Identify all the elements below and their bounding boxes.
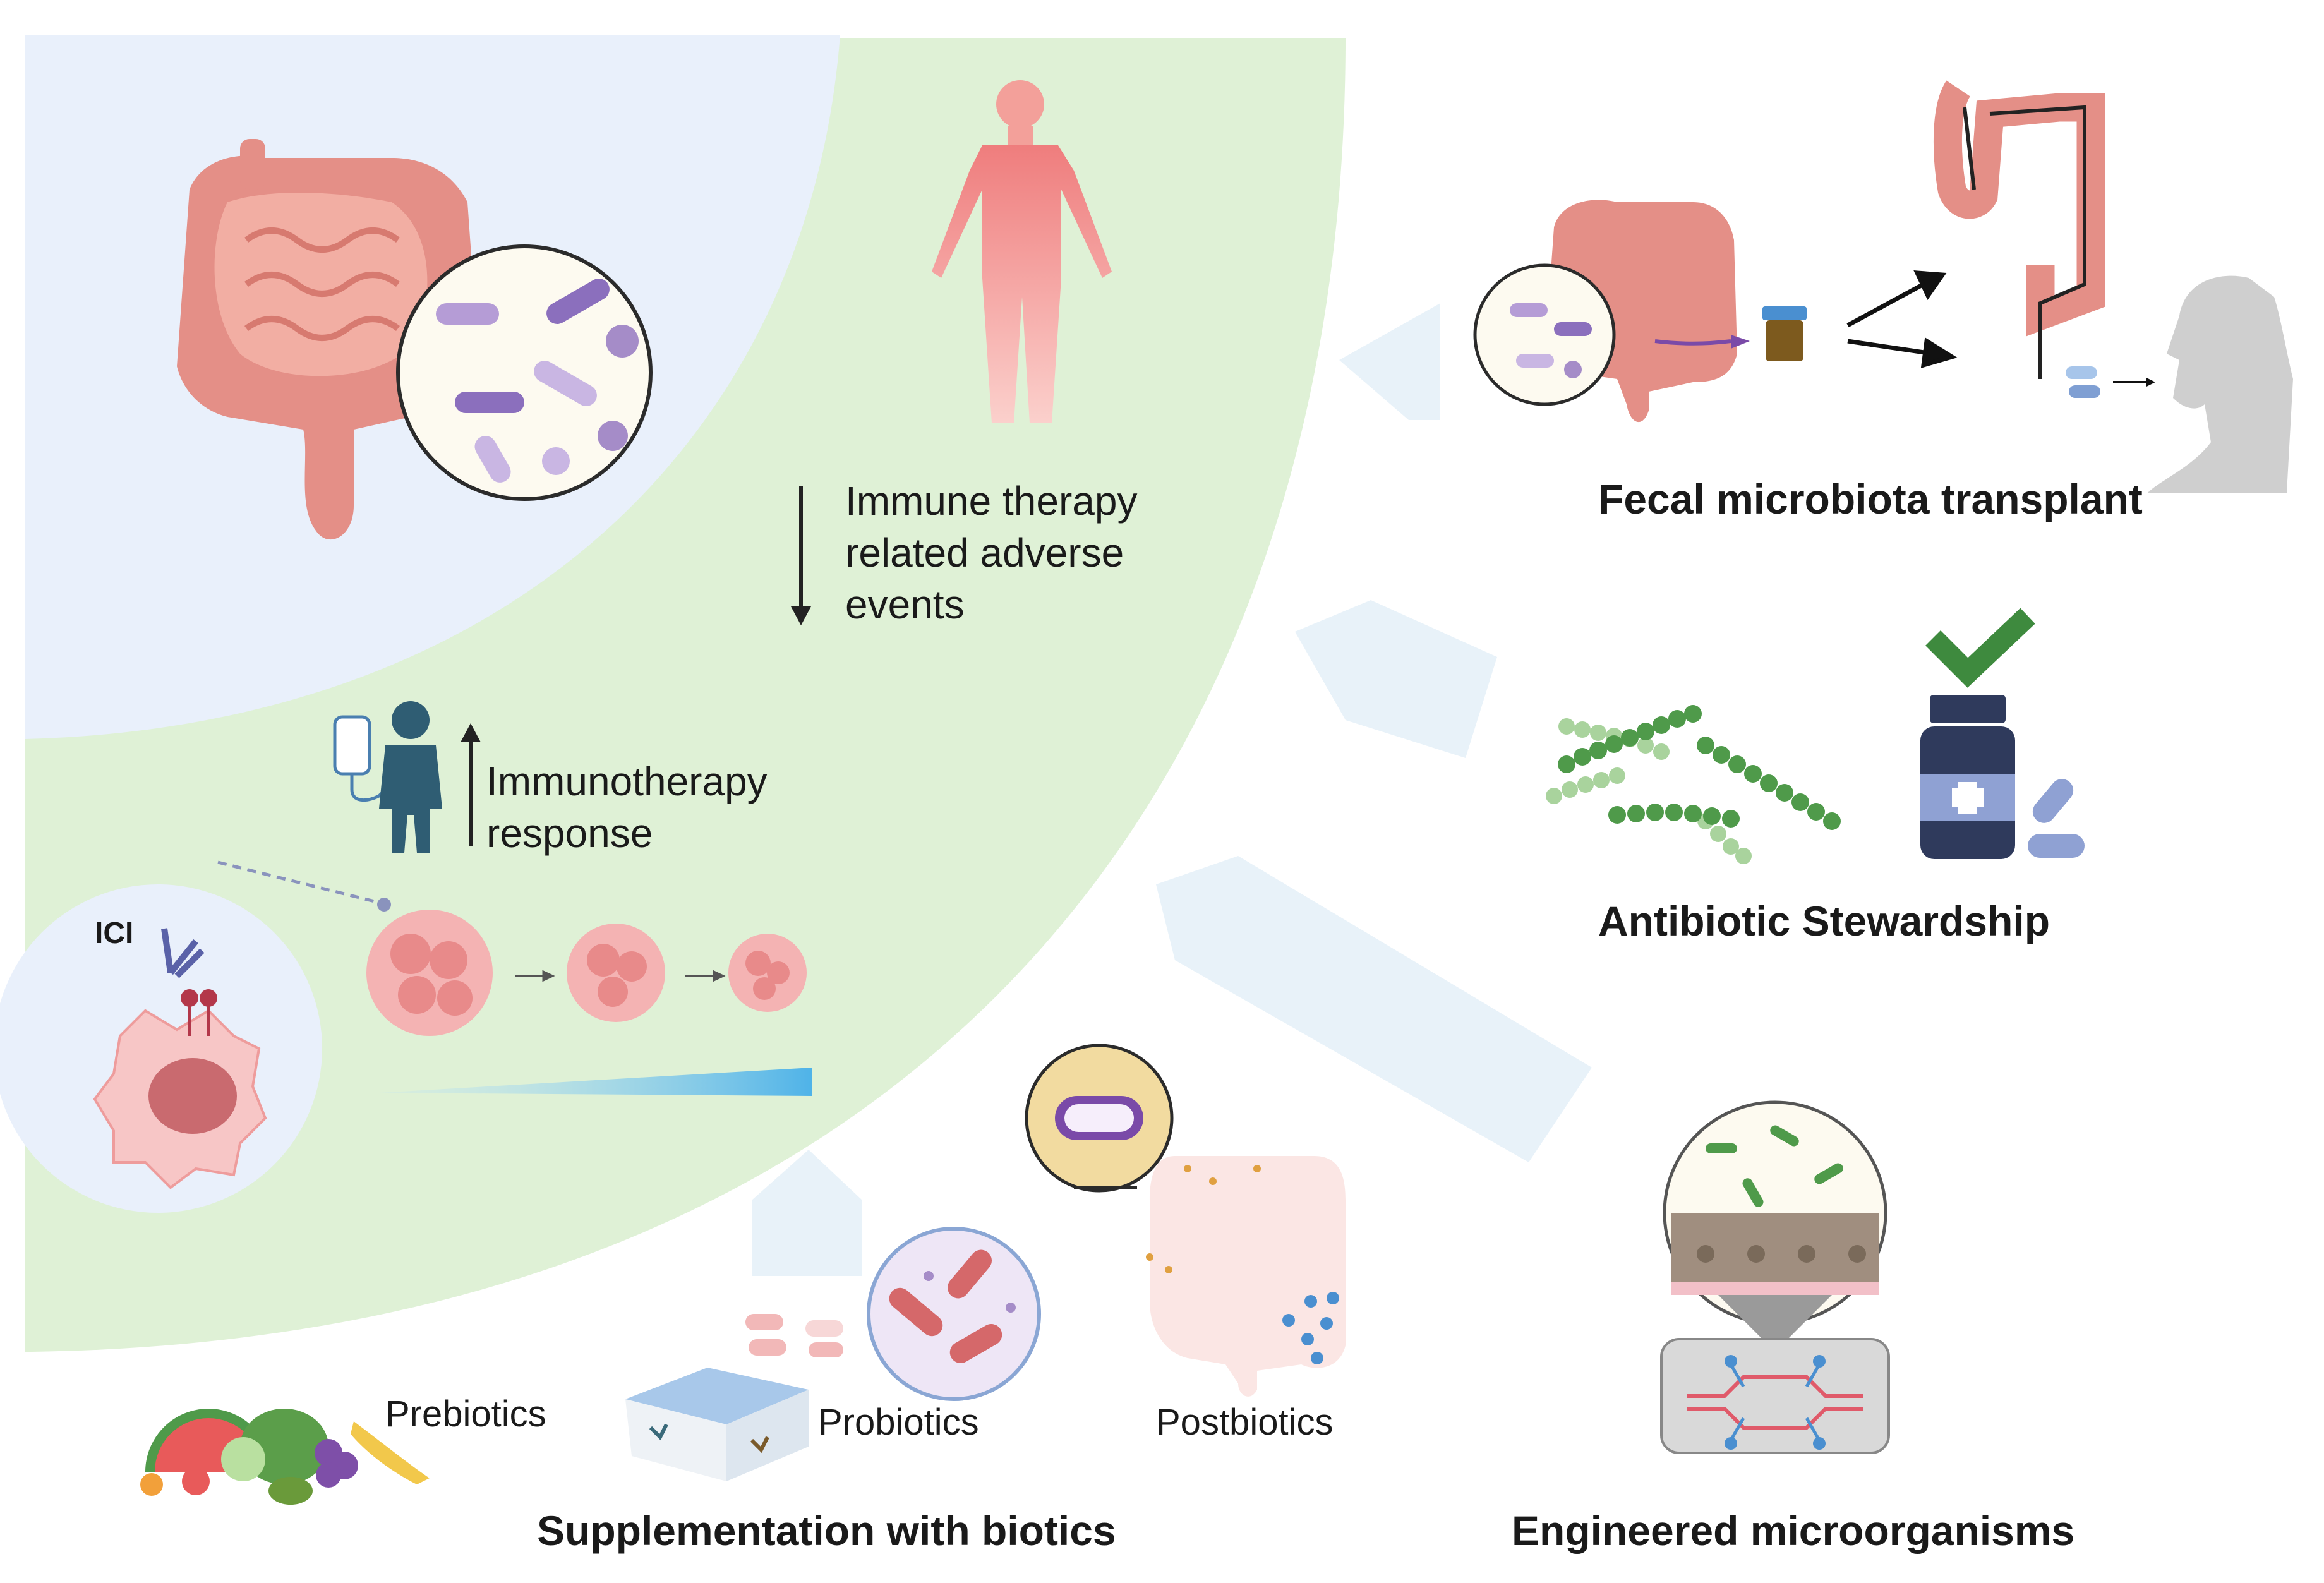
tumor-large xyxy=(366,910,493,1036)
fmt-label: Fecal microbiota transplant xyxy=(1598,476,2143,522)
food-icon xyxy=(140,1409,430,1505)
colonoscope-icon xyxy=(1933,80,2105,379)
antibiotic-label: Antibiotic Stewardship xyxy=(1598,898,2050,944)
human-body-icon xyxy=(932,80,1112,423)
irae-label-line2: related adverse xyxy=(845,530,1124,575)
probiotics-label: Probiotics xyxy=(818,1402,979,1443)
capsule-icon xyxy=(2066,366,2155,398)
capsules-biotics xyxy=(745,1314,843,1357)
response-label-line2: response xyxy=(486,810,653,856)
irae-label-line1: Immune therapy xyxy=(845,478,1138,524)
tumor-cell-icon xyxy=(93,989,267,1189)
arrow-engineered xyxy=(1156,856,1592,1162)
arrow-fmt xyxy=(1339,303,1440,420)
postbiotic-gut-icon xyxy=(1025,1044,1346,1397)
antibody-icon xyxy=(161,928,205,978)
shrink-arrows xyxy=(515,970,726,982)
tumor-small xyxy=(728,934,807,1012)
down-arrow xyxy=(791,486,811,625)
head-profile-icon xyxy=(2148,275,2293,493)
bacteria-chains-icon xyxy=(1546,705,1841,864)
checkmark-icon xyxy=(1925,608,2035,688)
irae-label-line3: events xyxy=(845,582,965,627)
patient-iv-icon xyxy=(333,701,442,853)
biotics-label: Supplementation with biotics xyxy=(537,1507,1116,1554)
fmt-arrows xyxy=(1846,270,1958,368)
engineered-label: Engineered microorganisms xyxy=(1512,1507,2075,1554)
ici-label: ICI xyxy=(95,917,134,950)
yogurt-icon xyxy=(625,1368,809,1481)
fmt-intestine-icon xyxy=(1473,200,1750,423)
bacteria-magnifier-icon xyxy=(396,244,653,501)
intestine-icon xyxy=(177,139,480,540)
arrow-biotics xyxy=(752,1150,862,1276)
medicine-bottle-icon xyxy=(1920,695,2085,859)
gut-on-chip-icon xyxy=(1660,1100,1890,1454)
stool-sample-icon xyxy=(1762,306,1807,361)
up-arrow xyxy=(461,723,481,846)
dashed-connector xyxy=(217,860,383,905)
arrow-antibiotic xyxy=(1295,600,1497,758)
connector-dot xyxy=(377,898,391,912)
response-label-line1: Immunotherapy xyxy=(486,759,768,804)
tumor-medium xyxy=(567,924,665,1022)
postbiotics-label: Postbiotics xyxy=(1156,1402,1334,1443)
prebiotics-label: Prebiotics xyxy=(385,1393,546,1435)
response-wedge xyxy=(379,1068,812,1096)
probiotic-magnifier-icon xyxy=(867,1227,1041,1401)
